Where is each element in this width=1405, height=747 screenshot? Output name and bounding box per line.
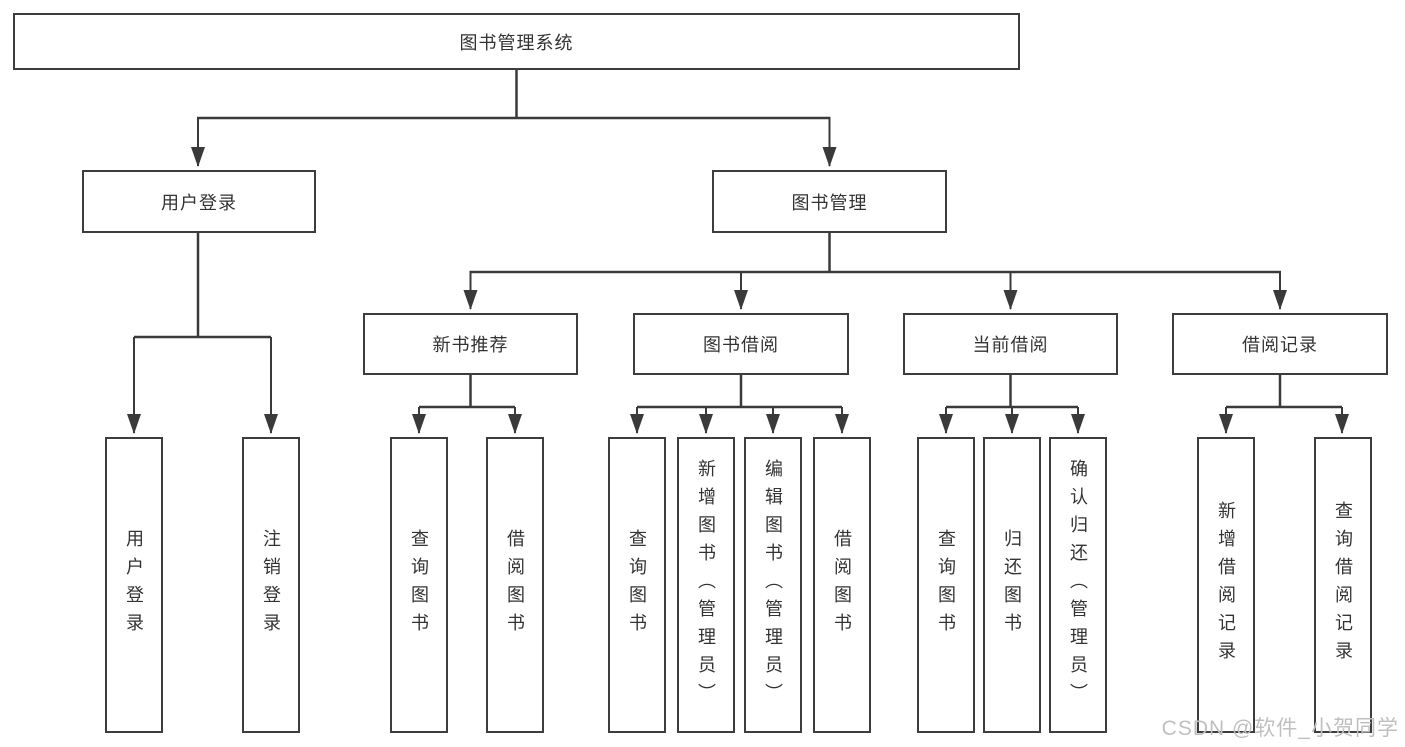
leaf-query-borrow-record-label: 查询借阅记录 (1333, 501, 1353, 669)
leaf-query-books-newbook-label: 查询图书 (409, 529, 429, 641)
leaf-logout: 注销登录 (242, 437, 300, 733)
node-book-borrowing: 图书借阅 (633, 313, 849, 375)
leaf-edit-books-admin-label: 编辑图书（管理员） (763, 459, 783, 711)
leaf-query-books-borrowing: 查询图书 (608, 437, 666, 733)
leaf-query-books-current-label: 查询图书 (936, 529, 956, 641)
leaf-user-login-label: 用户登录 (124, 529, 144, 641)
connector-root-to-level2 (191, 70, 837, 167)
leaf-borrow-books-borrowing: 借阅图书 (813, 437, 871, 733)
leaf-add-books-admin: 新增图书（管理员） (677, 437, 735, 733)
leaf-query-books-newbook: 查询图书 (390, 437, 448, 733)
leaf-add-borrow-record-label: 新增借阅记录 (1216, 501, 1236, 669)
leaf-add-borrow-record: 新增借阅记录 (1197, 437, 1255, 733)
leaf-return-books: 归还图书 (983, 437, 1041, 733)
leaf-borrow-books-newbook: 借阅图书 (486, 437, 544, 733)
connector-new-book-to-leaves (412, 375, 522, 434)
node-borrowing-records: 借阅记录 (1172, 313, 1388, 375)
leaf-query-books-borrowing-label: 查询图书 (627, 529, 647, 641)
node-book-management: 图书管理 (712, 170, 947, 233)
leaf-borrow-books-newbook-label: 借阅图书 (505, 529, 525, 641)
leaf-query-borrow-record: 查询借阅记录 (1314, 437, 1372, 733)
leaf-logout-label: 注销登录 (261, 529, 281, 641)
node-library-management-system: 图书管理系统 (13, 13, 1020, 70)
connector-user-login-to-leaves (127, 233, 278, 434)
leaf-user-login: 用户登录 (105, 437, 163, 733)
leaf-confirm-return-admin: 确认归还（管理员） (1049, 437, 1107, 733)
connector-current-borrowing-to-leaves (939, 375, 1085, 434)
leaf-query-books-current: 查询图书 (917, 437, 975, 733)
leaf-edit-books-admin: 编辑图书（管理员） (744, 437, 802, 733)
connector-book-management-to-level3 (463, 233, 1287, 310)
connector-borrowing-records-to-leaves (1219, 375, 1349, 434)
leaf-return-books-label: 归还图书 (1002, 529, 1022, 641)
csdn-watermark: CSDN @软件_小贺同学 (1161, 717, 1399, 740)
connector-book-borrowing-to-leaves (630, 375, 849, 434)
node-user-login: 用户登录 (82, 170, 316, 233)
node-current-borrowing: 当前借阅 (903, 313, 1118, 375)
node-new-book-recommendation: 新书推荐 (363, 313, 578, 375)
leaf-borrow-books-borrowing-label: 借阅图书 (832, 529, 852, 641)
leaf-add-books-admin-label: 新增图书（管理员） (696, 459, 716, 711)
leaf-confirm-return-admin-label: 确认归还（管理员） (1068, 459, 1088, 711)
